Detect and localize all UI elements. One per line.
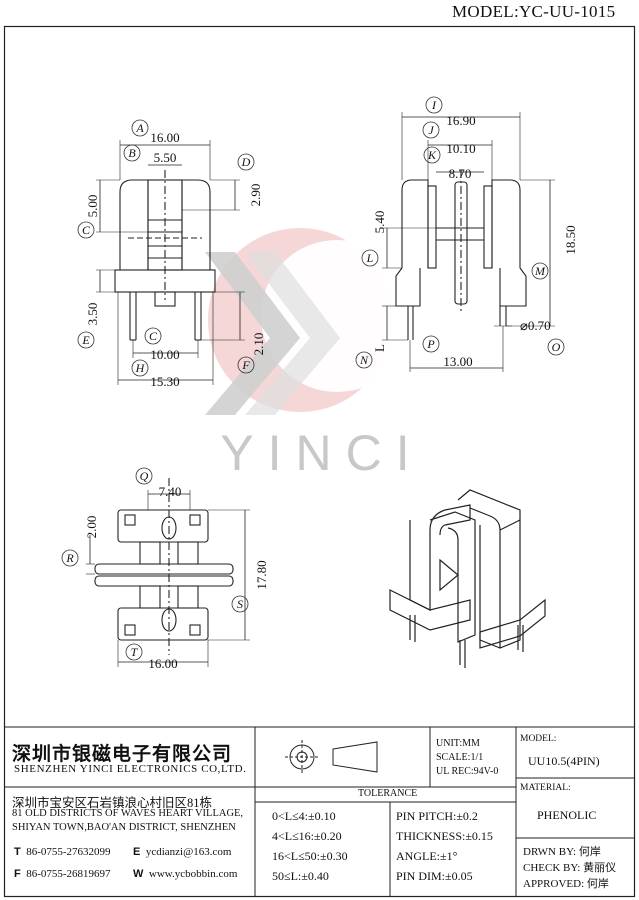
label-R: R [65,551,74,565]
label-L: L [366,251,374,265]
unit: UNIT:MM [436,738,480,749]
drawn-by: DRWN BY: 何岸 [523,846,601,858]
label-H: H [135,361,146,375]
label-P: P [426,337,435,351]
label-T: T [131,645,139,659]
address-en-line1: 81 OLD DISTRICTS OF WAVES HEART VILLAGE, [12,808,244,819]
fax-value: 86-0755-26819697 [26,868,111,880]
dim-T-value: 16.00 [148,656,177,671]
email-key: E [133,846,141,858]
label-S: S [237,597,243,611]
label-F: F [241,358,250,372]
tolerance-row-3: 16<L≤50:±0.30 [272,849,348,863]
ul-rating: UL REC:94V-0 [436,766,499,777]
approved-by: APPROVED: 何岸 [523,878,609,890]
website-value: www.ycbobbin.com [148,868,238,880]
tolerance-title: TOLERANCE [358,788,418,799]
label-J: J [428,123,434,137]
label-C2: C [149,329,158,343]
model-label: MODEL: [520,734,557,744]
material-label: MATERIAL: [520,783,571,793]
label-E: E [81,333,90,347]
dim-Q-value: 7.40 [159,484,182,499]
bottom-view [86,478,250,667]
scale: SCALE:1/1 [436,752,484,763]
dim-K-value: 8.70 [449,166,472,181]
tolerance-row-1: 0<L≤4:±0.10 [272,809,336,823]
yinci-logo-watermark: YINCI [205,228,423,481]
check-by: CHECK BY: 黄丽仪 [523,862,617,874]
dim-F-value: 2.10 [251,333,266,356]
front-view [96,140,245,385]
dim-B-value: 5.50 [154,150,177,165]
dim-I-value: 16.90 [446,113,475,128]
company-name-en: SHENZHEN YINCI ELECTRONICS CO,LTD. [14,763,247,775]
dim-L-value: 5.40 [372,211,387,234]
address-en-line2: SHIYAN TOWN,BAO'AN DISTRICT, SHENZHEN [12,822,236,833]
angle: ANGLE:±1° [396,849,458,863]
dim-N-value: L [372,344,387,352]
telephone-key: T [14,846,21,858]
website-key: W [133,868,144,880]
fax: F 86-0755-26819697 [14,868,111,880]
email: E ycdianzi@163.com [133,846,231,858]
fax-key: F [14,868,21,880]
dim-O-value: ⌀0.70 [520,318,551,333]
title-block-grid [4,726,635,896]
label-B: B [128,146,136,160]
dim-D-value: 2.90 [248,184,263,207]
dim-A-value: 16.00 [150,130,179,145]
website: W www.ycbobbin.com [133,868,237,880]
projection-symbol-icon [285,740,378,774]
dim-C-bottom-value: 10.00 [150,347,179,362]
model-value: UU10.5(4PIN) [528,754,600,768]
label-N: N [359,353,369,367]
telephone-value: 86-0755-27632099 [26,846,111,858]
dim-C-top-value: 5.00 [85,195,100,218]
dim-M-value: 18.50 [563,225,578,254]
thickness: THICKNESS:±0.15 [396,829,493,843]
label-I: I [431,98,437,112]
label-O: O [552,340,561,354]
address-cn: 深圳市宝安区石岩镇浪心村旧区81栋 [12,796,213,810]
dim-S-value: 17.80 [254,560,269,589]
company-name-cn: 深圳市银磁电子有限公司 [12,744,233,765]
sheet-border [3,25,636,898]
label-D: D [241,155,251,169]
tolerance-row-4: 50≤L:±0.40 [272,869,329,883]
label-C: C [82,223,91,237]
dim-J-value: 10.10 [446,141,475,156]
watermark-text: YINCI [220,425,423,481]
label-Q: Q [140,469,149,483]
dim-H-value: 15.30 [150,374,179,389]
email-value: ycdianzi@163.com [145,846,232,858]
label-M: M [534,264,546,278]
model-title: MODEL:YC-UU-1015 [452,2,616,21]
pin-dim: PIN DIM:±0.05 [396,869,473,883]
tolerance-row-2: 4<L≤16:±0.20 [272,829,342,843]
label-K: K [427,148,437,162]
material-value: PHENOLIC [537,808,597,822]
dim-P-value: 13.00 [443,354,472,369]
isometric-view [389,489,546,668]
dim-R-value: 2.00 [84,516,99,539]
telephone: T 86-0755-27632099 [14,846,111,858]
pin-pitch: PIN PITCH:±0.2 [396,809,478,823]
label-A: A [135,121,144,135]
dim-E-value: 3.50 [85,303,100,326]
